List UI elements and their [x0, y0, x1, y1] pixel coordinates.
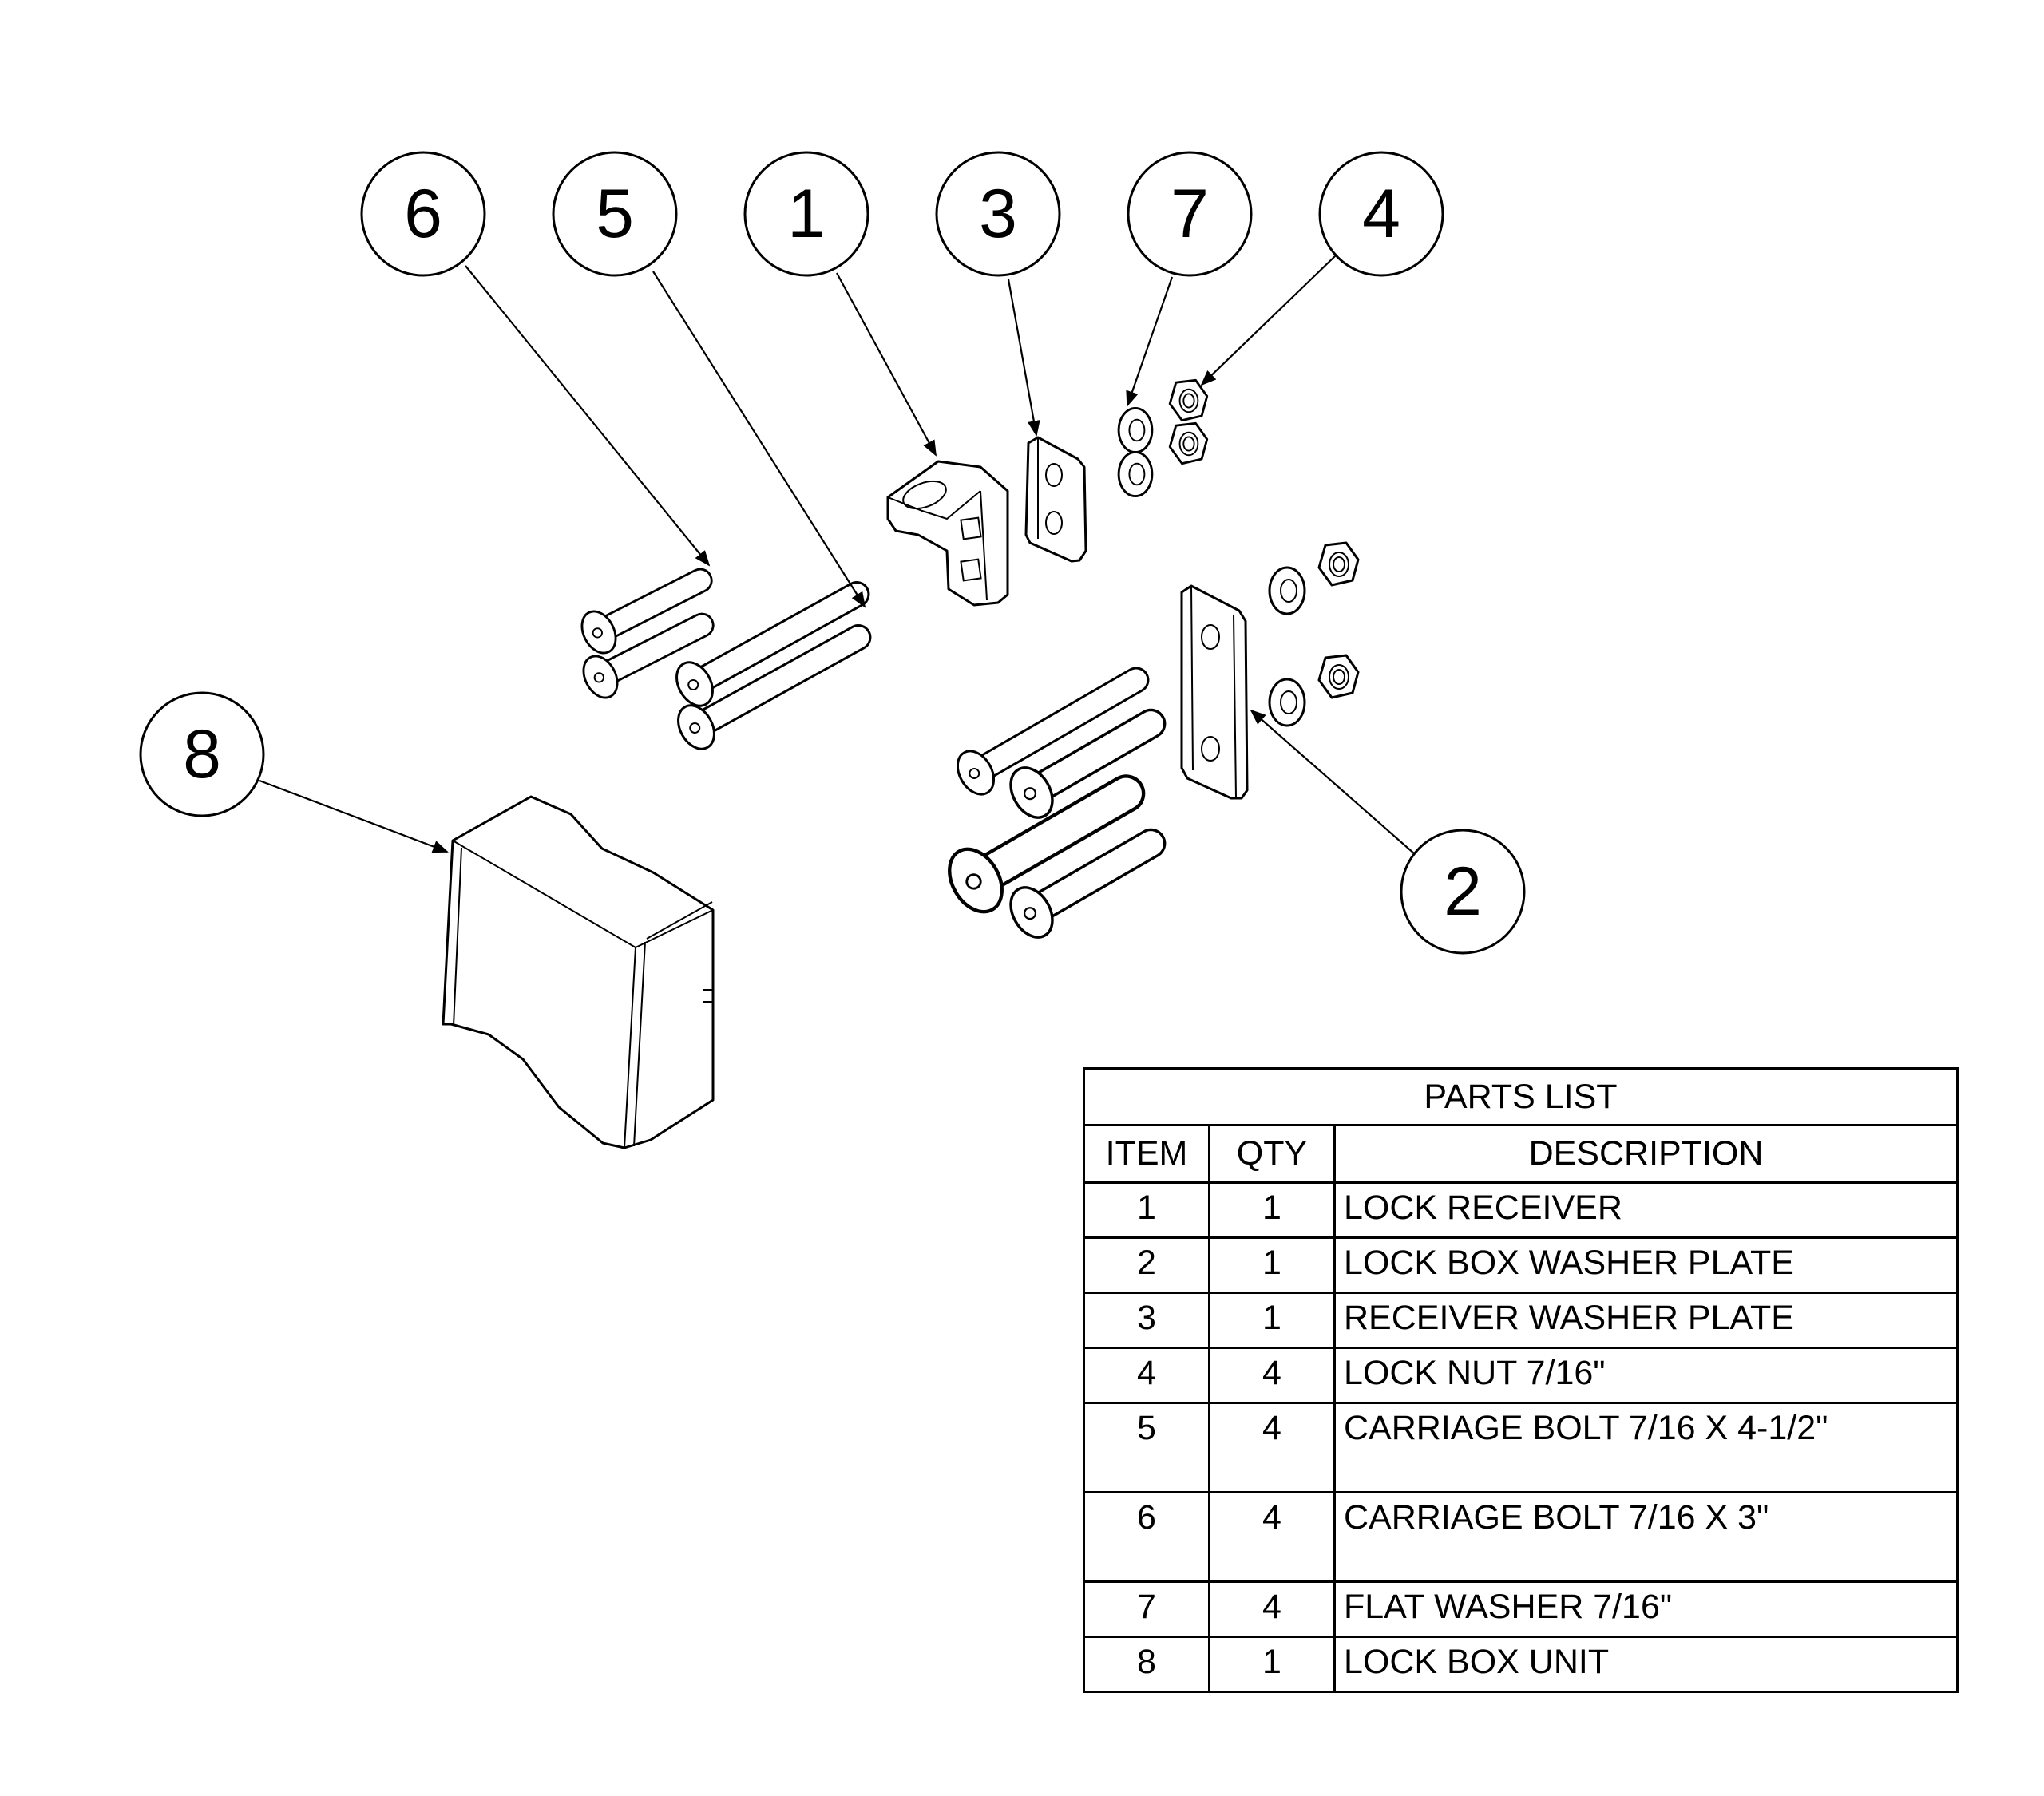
balloon-7-label: 7	[1171, 176, 1209, 252]
description-cell: CARRIAGE BOLT 7/16 X 3"	[1333, 1491, 1959, 1583]
item-cell: 5	[1083, 1402, 1210, 1493]
header-item: ITEM	[1083, 1124, 1210, 1184]
balloon-5: 5	[552, 151, 678, 277]
qty-cell: 1	[1208, 1292, 1336, 1349]
flat-washers-right	[1268, 566, 1306, 727]
table-row: 3 1 RECEIVER WASHER PLATE	[1083, 1292, 1959, 1349]
balloon-2-label: 2	[1444, 853, 1482, 930]
table-row: 5 4 CARRIAGE BOLT 7/16 X 4-1/2"	[1083, 1402, 1959, 1493]
balloon-1-label: 1	[787, 176, 826, 252]
description-cell: LOCK BOX WASHER PLATE	[1333, 1236, 1959, 1294]
balloon-4-label: 4	[1362, 176, 1400, 252]
item-cell: 1	[1083, 1181, 1210, 1239]
qty-cell: 4	[1208, 1402, 1336, 1493]
description-cell: FLAT WASHER 7/16"	[1333, 1580, 1959, 1638]
balloon-5-label: 5	[596, 176, 634, 252]
balloon-6: 6	[360, 151, 486, 277]
carriage-bolt-long-group	[667, 567, 881, 757]
parts-list-title: PARTS LIST	[1083, 1067, 1959, 1126]
table-header-row: ITEM QTY DESCRIPTION	[1083, 1124, 1959, 1184]
lock-nuts-right	[1317, 541, 1360, 699]
qty-cell: 1	[1208, 1636, 1336, 1693]
balloon-1: 1	[743, 151, 869, 277]
receiver-washer-plate	[1024, 436, 1087, 563]
balloon-7: 7	[1127, 151, 1253, 277]
balloon-2: 2	[1400, 829, 1526, 955]
table-row: 1 1 LOCK RECEIVER	[1083, 1181, 1959, 1239]
header-qty: QTY	[1208, 1124, 1336, 1184]
balloon-6-label: 6	[404, 176, 442, 252]
description-cell: CARRIAGE BOLT 7/16 X 4-1/2"	[1333, 1402, 1959, 1493]
table-row: 6 4 CARRIAGE BOLT 7/16 X 3"	[1083, 1491, 1959, 1583]
item-cell: 2	[1083, 1236, 1210, 1294]
qty-cell: 4	[1208, 1491, 1336, 1583]
table-row: 7 4 FLAT WASHER 7/16"	[1083, 1580, 1959, 1638]
qty-cell: 4	[1208, 1347, 1336, 1404]
balloon-3-label: 3	[979, 176, 1017, 252]
balloon-8-label: 8	[183, 716, 221, 793]
lock-receiver	[886, 460, 1009, 607]
balloon-3: 3	[935, 151, 1061, 277]
item-cell: 8	[1083, 1636, 1210, 1693]
description-cell: LOCK BOX UNIT	[1333, 1636, 1959, 1693]
qty-cell: 1	[1208, 1236, 1336, 1294]
lock-box-unit	[442, 795, 715, 1149]
item-cell: 7	[1083, 1580, 1210, 1638]
item-cell: 6	[1083, 1491, 1210, 1583]
parts-list-table: PARTS LIST ITEM QTY DESCRIPTION 1 1 LOCK…	[1083, 1067, 1959, 1693]
flat-washers-top	[1117, 407, 1154, 497]
qty-cell: 4	[1208, 1580, 1336, 1638]
description-cell: RECEIVER WASHER PLATE	[1333, 1292, 1959, 1349]
description-cell: LOCK RECEIVER	[1333, 1181, 1959, 1239]
table-row: 4 4 LOCK NUT 7/16"	[1083, 1347, 1959, 1404]
balloon-4: 4	[1318, 151, 1444, 277]
qty-cell: 1	[1208, 1181, 1336, 1239]
lock-nuts-top	[1168, 378, 1209, 465]
description-cell: LOCK NUT 7/16"	[1333, 1347, 1959, 1404]
balloon-8: 8	[139, 691, 265, 817]
table-row: 8 1 LOCK BOX UNIT	[1083, 1636, 1959, 1693]
item-cell: 4	[1083, 1347, 1210, 1404]
item-cell: 3	[1083, 1292, 1210, 1349]
table-row: 2 1 LOCK BOX WASHER PLATE	[1083, 1236, 1959, 1294]
lock-box-washer-plate	[1180, 584, 1249, 800]
header-description: DESCRIPTION	[1333, 1124, 1959, 1184]
carriage-bolts-lower	[939, 652, 1178, 947]
leader-lines	[259, 255, 1416, 855]
